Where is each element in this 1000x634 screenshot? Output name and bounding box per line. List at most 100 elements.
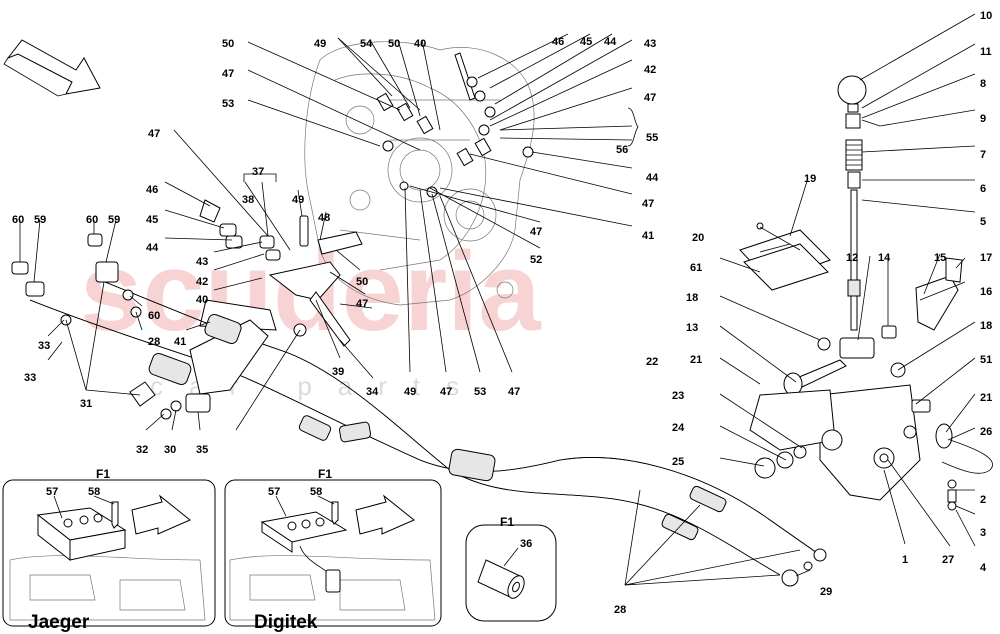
callout-label: 18 bbox=[686, 292, 698, 304]
gear-lever-assembly bbox=[739, 75, 993, 511]
inset-jaeger: F1 Jaeger 57 58 bbox=[2, 467, 216, 633]
callout-label: 2 bbox=[980, 494, 986, 506]
callout-label: 49 bbox=[404, 386, 416, 398]
callout-label: 33 bbox=[38, 340, 50, 352]
callout-label: 27 bbox=[942, 554, 954, 566]
callout-label: 6 bbox=[980, 183, 986, 195]
callout-label: 56 bbox=[616, 144, 628, 156]
gear-knob bbox=[837, 75, 867, 105]
callout-label: 47 bbox=[356, 298, 368, 310]
callout-label: 21 bbox=[690, 354, 702, 366]
callout-label: 22 bbox=[646, 356, 658, 368]
callout-label: 44 bbox=[646, 172, 659, 184]
callout-label: 50 bbox=[388, 38, 400, 50]
callout-label: 12 bbox=[846, 252, 858, 264]
callout-label: 47 bbox=[644, 92, 656, 104]
callout-label: 48 bbox=[318, 212, 330, 224]
callout-label: 46 bbox=[552, 36, 564, 48]
callout-label: 47 bbox=[440, 386, 452, 398]
callout-label: 37 bbox=[252, 166, 264, 178]
callout-label: 34 bbox=[366, 386, 379, 398]
callout-label: 7 bbox=[980, 149, 986, 161]
callout-label: 41 bbox=[174, 336, 186, 348]
callout-label: 32 bbox=[136, 444, 148, 456]
callout-label: 8 bbox=[980, 78, 986, 90]
callout-label: 1 bbox=[902, 554, 908, 566]
callout-label: 38 bbox=[242, 194, 254, 206]
callout-label: 39 bbox=[332, 366, 344, 378]
callout-label: 25 bbox=[672, 456, 684, 468]
inset-digitek-name: Digitek bbox=[254, 612, 318, 633]
callout-label: 33 bbox=[24, 372, 36, 384]
callout-label: 47 bbox=[642, 198, 654, 210]
callout-label: 53 bbox=[474, 386, 486, 398]
callout-label: 59 bbox=[108, 214, 120, 226]
callout-label: 40 bbox=[414, 38, 426, 50]
gear-shift-cables bbox=[11, 233, 827, 587]
callout-label: 13 bbox=[686, 322, 698, 334]
bracket-55 bbox=[627, 107, 639, 147]
callout-label: 44 bbox=[146, 242, 159, 254]
callout-label: 5 bbox=[980, 216, 986, 228]
inset-digitek-label-57: 57 bbox=[268, 486, 280, 498]
callout-label: 50 bbox=[222, 38, 234, 50]
callout-label: 44 bbox=[604, 36, 617, 48]
callout-label: 49 bbox=[292, 194, 304, 206]
callout-label: 24 bbox=[672, 422, 685, 434]
callout-label: 43 bbox=[644, 38, 656, 50]
callout-label: 15 bbox=[934, 252, 946, 264]
callout-label: 54 bbox=[360, 38, 373, 50]
callout-label: 4 bbox=[980, 562, 987, 574]
inset-f1-plug: F1 36 bbox=[465, 515, 557, 622]
callout-label: 61 bbox=[690, 262, 702, 274]
callout-label: 10 bbox=[980, 10, 992, 22]
callout-label: 18 bbox=[980, 320, 992, 332]
callout-label: 14 bbox=[878, 252, 891, 264]
inset-f1-title: F1 bbox=[500, 515, 514, 529]
inset-digitek: F1 Digitek 57 58 bbox=[224, 467, 442, 633]
gearbox-housing bbox=[304, 41, 535, 306]
callout-label: 51 bbox=[980, 354, 992, 366]
leader-lines bbox=[19, 13, 976, 586]
callout-label: 47 bbox=[530, 226, 542, 238]
inset-f1-label-36: 36 bbox=[520, 538, 532, 550]
callout-label: 17 bbox=[980, 252, 992, 264]
callout-label: 30 bbox=[164, 444, 176, 456]
callout-label: 45 bbox=[580, 36, 592, 48]
inset-digitek-title: F1 bbox=[318, 467, 332, 481]
callout-label: 50 bbox=[356, 276, 368, 288]
callout-label: 23 bbox=[672, 390, 684, 402]
callout-label: 31 bbox=[80, 398, 92, 410]
callout-label: 26 bbox=[980, 426, 992, 438]
callout-label: 20 bbox=[692, 232, 704, 244]
callout-label: 55 bbox=[646, 132, 658, 144]
callout-label: 59 bbox=[34, 214, 46, 226]
callout-label: 9 bbox=[980, 113, 986, 125]
callout-label: 60 bbox=[12, 214, 24, 226]
inset-jaeger-name: Jaeger bbox=[28, 612, 90, 633]
callout-label: 21 bbox=[980, 392, 992, 404]
callout-label: 28 bbox=[614, 604, 626, 616]
callout-label: 52 bbox=[530, 254, 542, 266]
callout-label: 11 bbox=[980, 46, 992, 58]
callout-label: 60 bbox=[86, 214, 98, 226]
inset-jaeger-title: F1 bbox=[96, 467, 110, 481]
callout-label: 40 bbox=[196, 294, 208, 306]
callout-label: 47 bbox=[148, 128, 160, 140]
callout-label: 29 bbox=[820, 586, 832, 598]
inset-digitek-label-58: 58 bbox=[310, 486, 322, 498]
callout-label: 46 bbox=[146, 184, 158, 196]
watermark: scuderia car parts bbox=[80, 229, 541, 401]
callout-label: 47 bbox=[508, 386, 520, 398]
inset-jaeger-label-57: 57 bbox=[46, 486, 58, 498]
callout-label: 49 bbox=[314, 38, 326, 50]
callout-label: 47 bbox=[222, 68, 234, 80]
callout-label: 28 bbox=[148, 336, 160, 348]
callout-label: 3 bbox=[980, 527, 986, 539]
callout-label: 42 bbox=[644, 64, 656, 76]
bracket-37 bbox=[243, 173, 277, 182]
callout-label: 60 bbox=[148, 310, 160, 322]
bolt-cluster bbox=[376, 52, 534, 198]
